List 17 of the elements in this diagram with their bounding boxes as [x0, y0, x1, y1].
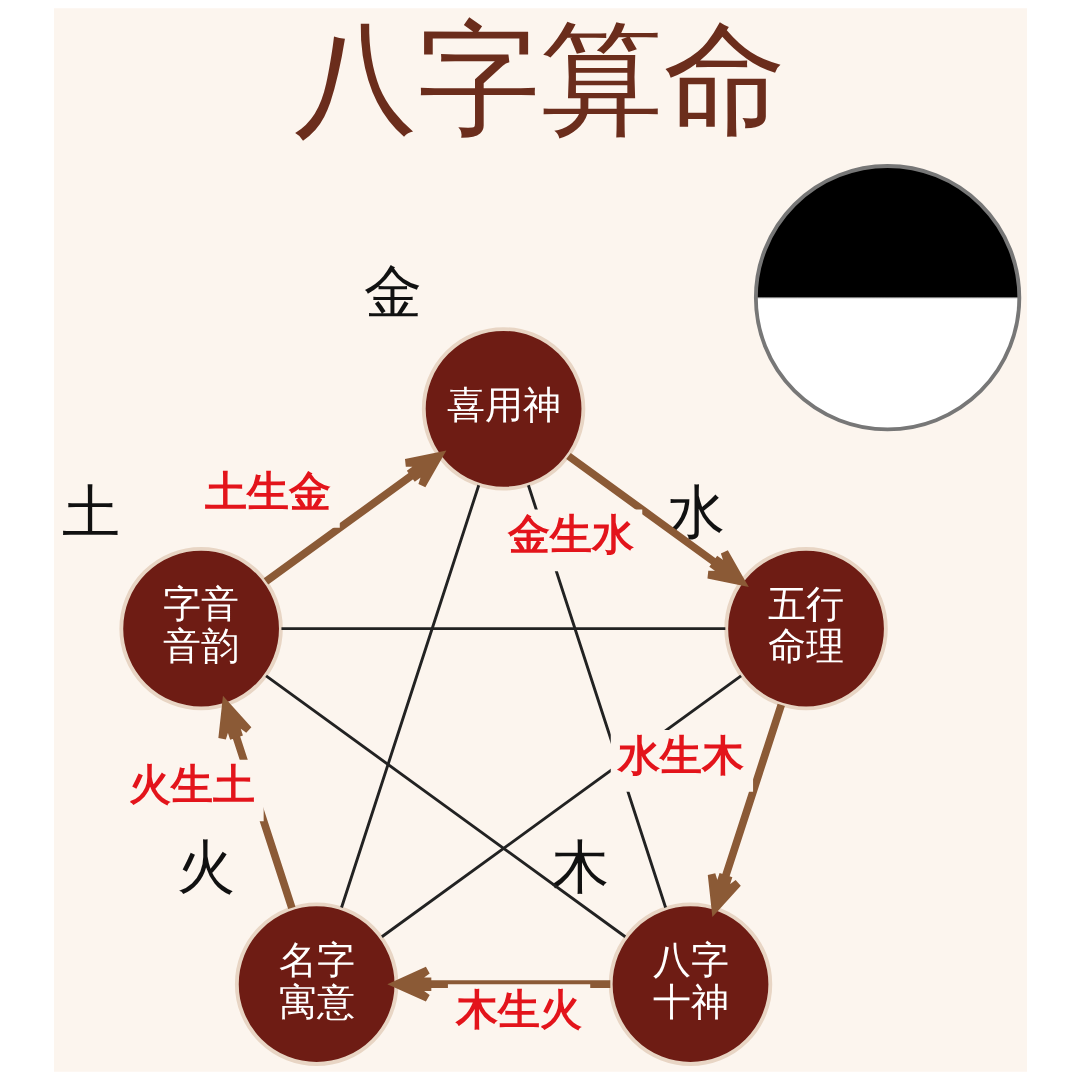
node-circle: 字音音韵: [118, 546, 283, 711]
edge-label: 水生木: [617, 730, 744, 780]
node-circle: 喜用神: [421, 327, 585, 491]
connector: [264, 674, 626, 938]
connector: [280, 627, 725, 631]
node-label: 金: [363, 257, 422, 326]
node-label: 水: [666, 477, 725, 546]
node-label: 土: [61, 477, 120, 546]
edge-label: 土生金: [204, 466, 331, 516]
edge-label: 火生土: [128, 760, 255, 810]
node-circle: 名字寓意: [234, 902, 398, 1066]
edge-label: 金生水: [507, 510, 634, 560]
connector: [339, 484, 480, 908]
node-label: 木: [550, 833, 609, 902]
node-circle: 八字十神: [608, 902, 772, 1066]
node-circle: 五行命理: [723, 546, 888, 711]
diagram-title: 八字算命: [294, 8, 786, 152]
